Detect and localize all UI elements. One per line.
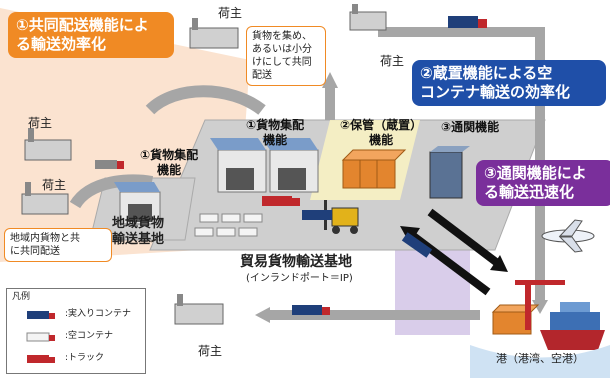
legend-title: 凡例 <box>12 292 31 302</box>
legend-truck-icon <box>27 355 55 363</box>
function-storage-main-line2: 機能 <box>369 133 394 147</box>
container-stacks <box>194 213 263 237</box>
callout-customs-line1: ③通関機能によ <box>484 164 587 182</box>
truck-platform-2 <box>302 210 332 220</box>
factory-top-center <box>189 18 239 49</box>
factory-left-lower <box>21 182 69 215</box>
road-curve-left <box>69 174 154 209</box>
legend-icons <box>26 311 55 363</box>
callout-customs-line2: る輸送迅速化 <box>484 182 575 201</box>
port-cargo <box>491 304 540 335</box>
trade-base-sublabel: (インランドポート＝IP) <box>246 273 353 284</box>
regional-base-label-line1: 地域貨物 <box>112 216 165 231</box>
note-cargo-collect-line2: あるいは小分 <box>252 44 312 55</box>
port-label: 港（港湾、空港） <box>496 352 584 365</box>
legend-item-full-container: :実入りコンテナ <box>65 309 132 319</box>
shipper-label-left-middle: 荷主 <box>28 116 53 130</box>
arrow-to-shipper <box>255 307 270 323</box>
function-customs-main: ③通関機能 <box>441 120 500 134</box>
legend-item-empty-container: :空コンテナ <box>65 331 114 341</box>
legend: 凡例 :実入りコンテナ :空コンテナ :トラック <box>6 288 146 374</box>
arrow-base-to-port <box>427 208 503 269</box>
stored-cargo <box>341 149 407 189</box>
factory-top-right <box>349 4 387 31</box>
road-right <box>378 27 545 300</box>
legend-empty-container-icon <box>26 332 55 342</box>
callout-joint-delivery-line2: る輸送効率化 <box>16 34 107 53</box>
arrow-up <box>322 72 338 88</box>
factory-left-middle <box>24 128 72 161</box>
note-regional-joint-line1: 地域内貨物と共 <box>10 233 80 244</box>
truck-bottom <box>292 305 330 315</box>
regional-base-label-line2: 輸送基地 <box>112 231 165 247</box>
function-cargo-collect-regional-line2: 機能 <box>157 163 182 177</box>
warehouse-main-2 <box>262 138 319 193</box>
arrow-head-2 <box>490 255 508 272</box>
legend-full-container-icon <box>27 311 55 319</box>
truck-top-right <box>448 16 487 28</box>
road-curve-top <box>145 85 266 115</box>
factory-bottom <box>174 294 224 325</box>
legend-item-truck: :トラック <box>65 353 105 363</box>
callout-storage-line1: ②蔵置機能による空 <box>420 64 553 82</box>
callout-customs: ③通関機能によ る輸送迅速化 <box>476 160 610 206</box>
note-regional-joint-line2: に共同配送 <box>10 246 60 257</box>
truck-platform-3 <box>401 232 433 258</box>
function-cargo-collect-main-line1: ①貨物集配 <box>246 118 305 132</box>
regional-base-label: 地域貨物 輸送基地 <box>112 216 164 247</box>
function-storage-main-line1: ②保管（蔵置） <box>340 118 423 132</box>
truck-platform-1 <box>262 196 300 206</box>
note-cargo-collect-line1: 貨物を集め、 <box>252 31 312 42</box>
arrow-to-port <box>532 300 548 314</box>
note-cargo-collect-line3: けにして共同 <box>252 57 312 68</box>
customs-building <box>429 146 470 199</box>
shipper-label-bottom: 荷主 <box>198 344 223 358</box>
note-cargo-collect: 貨物を集め、 あるいは小分 けにして共同 配送 <box>246 26 326 86</box>
ship <box>540 302 605 350</box>
shipper-label-left-lower: 荷主 <box>42 178 67 192</box>
warehouse-regional <box>114 182 161 225</box>
callout-storage-line2: コンテナ輸送の効率化 <box>420 82 571 101</box>
function-storage-main: ②保管（蔵置） 機能 <box>340 118 422 148</box>
water <box>470 345 610 378</box>
callout-joint-delivery-line1: ①共同配送機能によ <box>16 16 149 34</box>
airplane <box>541 219 595 253</box>
crane <box>515 280 565 330</box>
callout-joint-delivery: ①共同配送機能によ る輸送効率化 <box>8 12 174 58</box>
function-cargo-collect-regional-line1: ①貨物集配 <box>140 148 199 162</box>
shipper-label-top-center: 荷主 <box>218 6 243 20</box>
warehouse-main-1 <box>210 138 267 193</box>
note-regional-joint: 地域内貨物と共 に共同配送 <box>4 228 112 262</box>
truck-left <box>95 160 124 169</box>
function-cargo-collect-main-line2: 機能 <box>263 133 288 147</box>
function-cargo-collect-main: ①貨物集配 機能 <box>246 118 304 148</box>
shipper-label-top-right: 荷主 <box>380 54 405 68</box>
note-cargo-collect-line4: 配送 <box>252 70 272 81</box>
callout-storage: ②蔵置機能による空 コンテナ輸送の効率化 <box>412 60 606 106</box>
trade-base-label: 貿易貨物輸送基地 <box>240 254 352 270</box>
function-cargo-collect-regional: ①貨物集配 機能 <box>140 148 198 178</box>
